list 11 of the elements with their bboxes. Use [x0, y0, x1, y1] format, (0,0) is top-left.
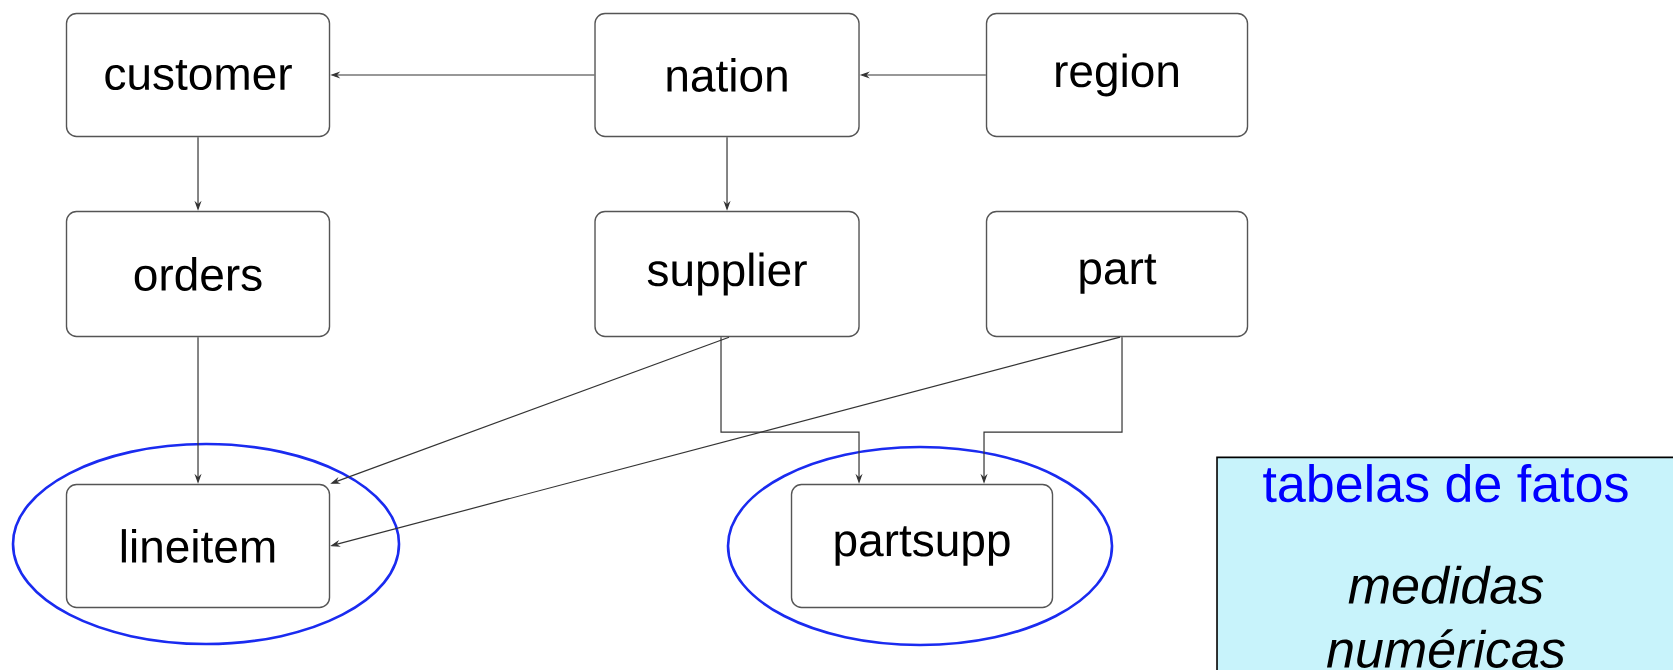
highlight-ellipse: [11, 442, 401, 646]
table-box: supplier: [594, 210, 860, 338]
table-box: lineitem: [65, 483, 331, 609]
table-box: partsupp: [790, 483, 1054, 609]
table-box: customer: [65, 12, 331, 138]
table-box: region: [985, 12, 1249, 138]
table-box: nation: [594, 12, 860, 138]
table-box: orders: [65, 210, 331, 338]
table-box: part: [985, 210, 1249, 338]
highlight-ellipse: [726, 445, 1114, 647]
note-box: tabelas de fatos medidas numéricas: [1216, 456, 1673, 670]
